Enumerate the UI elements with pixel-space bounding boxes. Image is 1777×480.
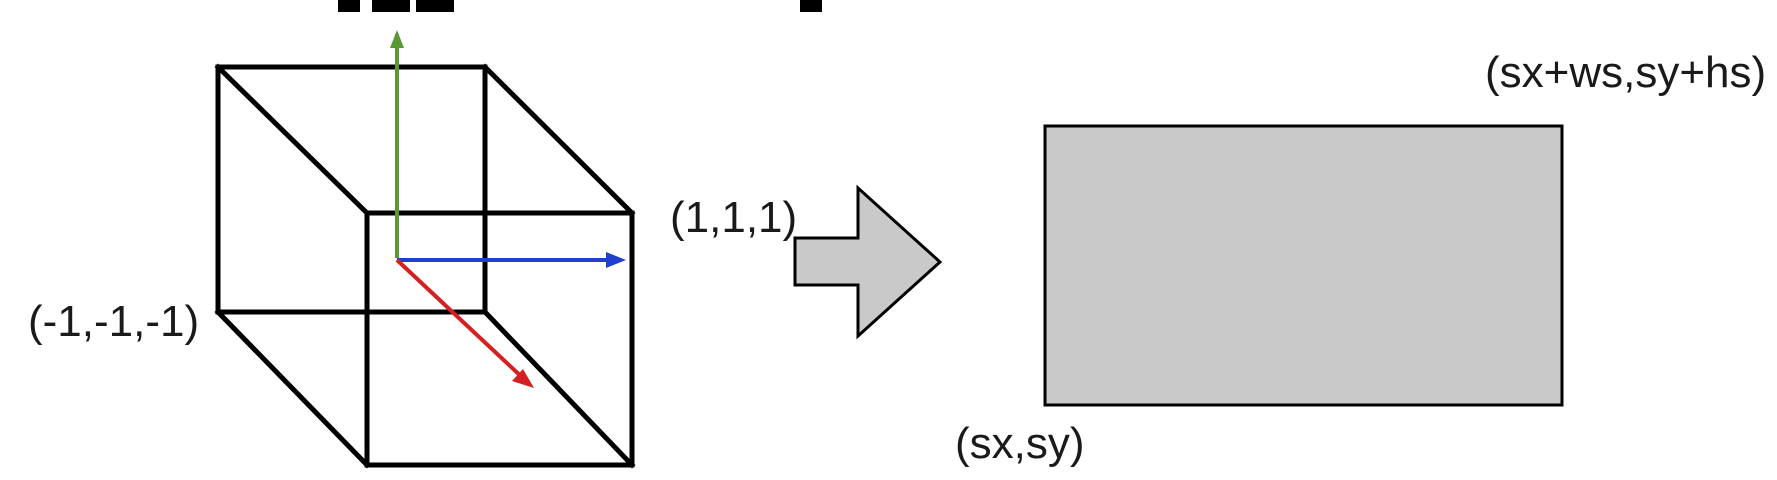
cube-max-corner-label: (1,1,1) bbox=[670, 193, 797, 242]
cube-min-corner-label: (-1,-1,-1) bbox=[28, 297, 199, 346]
viewport-origin-label: (sx,sy) bbox=[955, 419, 1085, 468]
cube-edge-top-left bbox=[214, 63, 371, 217]
z-axis-arrowhead-icon bbox=[512, 369, 534, 388]
cube-front-face bbox=[364, 210, 635, 468]
cropped-title-fragment bbox=[338, 0, 822, 12]
transform-arrow-icon bbox=[793, 184, 943, 340]
cube-edge-bottom-right bbox=[481, 308, 636, 469]
x-axis-arrowhead-icon bbox=[606, 252, 626, 268]
cube-edge-bottom-left bbox=[214, 308, 371, 469]
cube-back-face bbox=[215, 64, 488, 315]
z-axis-arrow bbox=[395, 258, 527, 382]
axes bbox=[390, 30, 626, 388]
y-axis-arrowhead-icon bbox=[390, 30, 404, 48]
cube-edge-top-right bbox=[481, 63, 636, 217]
ndc-cube bbox=[214, 63, 636, 469]
viewport-rectangle bbox=[1043, 124, 1564, 407]
viewport-far-corner-label: (sx+ws,sy+hs) bbox=[1485, 48, 1766, 97]
